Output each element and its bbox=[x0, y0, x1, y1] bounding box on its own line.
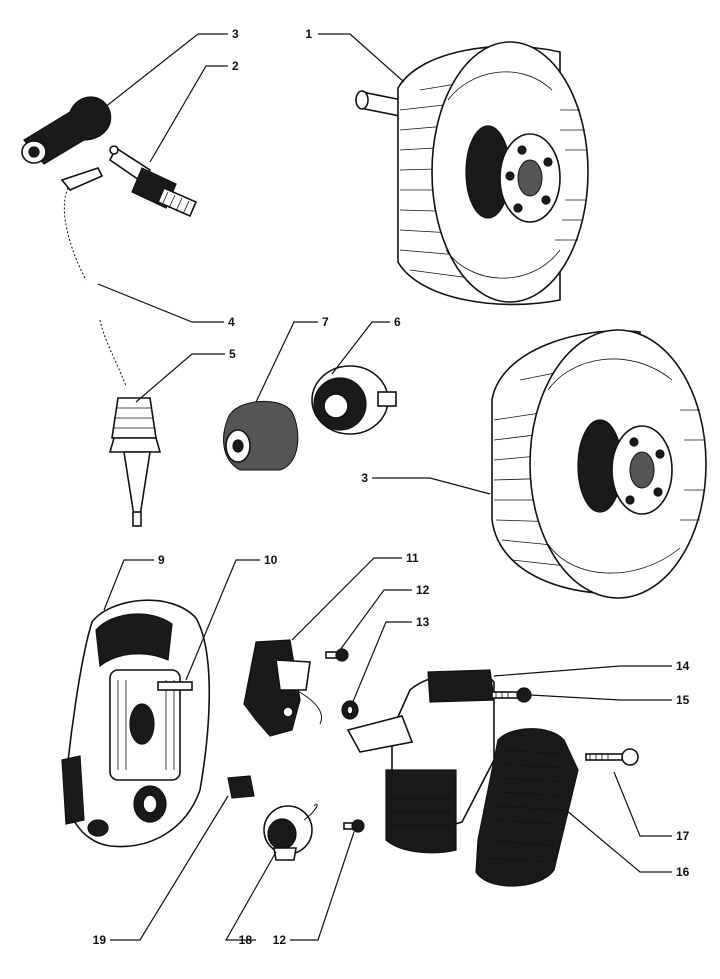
part-3-flywheel bbox=[491, 329, 707, 599]
callout-1: 1 bbox=[305, 27, 312, 41]
callout-16: 16 bbox=[676, 865, 690, 879]
part-18-condenser bbox=[263, 803, 318, 861]
callout-19: 19 bbox=[93, 933, 107, 947]
callout-labels: 1 3 2 4 5 7 6 3 9 10 11 12 13 14 15 17 1… bbox=[93, 27, 690, 947]
part-15-screw bbox=[491, 687, 532, 703]
callout-17: 17 bbox=[676, 829, 690, 843]
part-7-rubber-cover bbox=[223, 400, 299, 471]
part-12-screw-upper bbox=[325, 648, 349, 662]
part-13-washer bbox=[341, 700, 359, 720]
part-3-plug-boot bbox=[21, 96, 112, 165]
part-1-flywheel bbox=[355, 41, 589, 306]
callout-12-lower: 12 bbox=[273, 933, 287, 947]
callout-4: 4 bbox=[228, 315, 235, 329]
callout-6: 6 bbox=[394, 315, 401, 329]
callout-13: 13 bbox=[416, 615, 430, 629]
callout-9: 9 bbox=[158, 553, 165, 567]
part-16-ignition-coil bbox=[475, 728, 579, 887]
callout-14: 14 bbox=[676, 659, 690, 673]
leader-lines bbox=[97, 33, 672, 941]
part-19-felt-pad bbox=[227, 775, 255, 799]
callout-5: 5 bbox=[229, 347, 236, 361]
callout-10: 10 bbox=[264, 553, 278, 567]
part-6-hub-cam bbox=[311, 365, 397, 435]
callout-3-top: 3 bbox=[232, 27, 239, 41]
callout-3-right: 3 bbox=[361, 471, 368, 485]
part-2-spark-plug bbox=[108, 145, 198, 218]
part-5-plug-cap bbox=[108, 397, 162, 527]
callout-7: 7 bbox=[322, 315, 329, 329]
callout-18: 18 bbox=[239, 933, 253, 947]
part-4-ht-cable bbox=[60, 167, 127, 387]
part-9-stator-plate bbox=[61, 599, 211, 848]
part-14-lighting-coil bbox=[346, 669, 495, 854]
part-17-bolt bbox=[585, 748, 639, 766]
part-12-screw-lower bbox=[343, 819, 365, 833]
part-11-contact-breaker bbox=[243, 639, 322, 737]
callout-2: 2 bbox=[232, 59, 239, 73]
callout-11: 11 bbox=[406, 551, 419, 565]
callout-15: 15 bbox=[676, 693, 690, 707]
callout-12-upper: 12 bbox=[416, 583, 430, 597]
